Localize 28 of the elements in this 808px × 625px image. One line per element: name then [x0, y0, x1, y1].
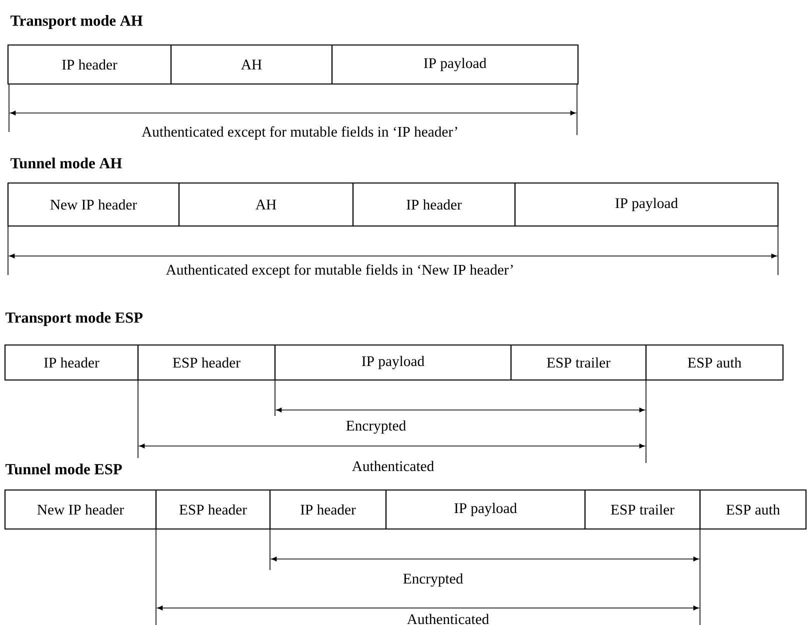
span-label: Authenticated: [406, 612, 490, 625]
field-box: AH: [170, 44, 333, 85]
field-box: New IP header: [7, 182, 180, 227]
field-box: ESP header: [137, 344, 276, 381]
field-box: IP payload: [274, 344, 512, 381]
span-label: Authenticated except for mutable fields in ‘New IP header’: [164, 262, 516, 280]
field-box: ESP auth: [645, 344, 784, 381]
field-box: IP header: [269, 489, 387, 530]
field-box: New IP header: [4, 489, 157, 530]
section-heading: Transport mode ESP: [6, 312, 143, 326]
field-box: IP header: [7, 44, 172, 85]
field-box: IP header: [352, 182, 516, 227]
section-heading: Transport mode AH: [10, 15, 143, 29]
span-label: Authenticated except for mutable fields in ‘IP header’: [140, 124, 460, 142]
field-box: ESP header: [155, 489, 271, 530]
field-box: ESP trailer: [510, 344, 647, 381]
span-label: Encrypted: [402, 572, 464, 588]
field-box: IP payload: [331, 44, 579, 85]
field-box: ESP auth: [699, 489, 807, 530]
field-box: IP payload: [385, 489, 586, 530]
field-box: AH: [178, 182, 354, 227]
section-heading: Tunnel mode ESP: [6, 464, 122, 474]
span-label: Encrypted: [344, 419, 408, 435]
field-box: ESP trailer: [584, 489, 701, 530]
span-label: Authenticated: [350, 460, 436, 472]
section-heading: Tunnel mode AH: [10, 158, 122, 168]
field-box: IP payload: [514, 182, 779, 227]
field-box: IP header: [4, 344, 139, 381]
